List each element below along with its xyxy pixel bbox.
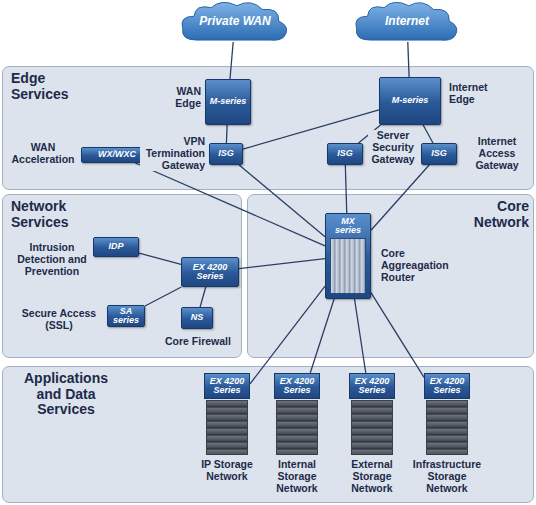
network-cloud: Private WAN bbox=[178, 0, 292, 42]
network-link bbox=[250, 286, 325, 384]
device-name: ISG bbox=[335, 149, 355, 158]
network-link bbox=[408, 42, 409, 77]
network-link bbox=[371, 165, 429, 230]
device-label: VPN Termination Gateway bbox=[140, 136, 206, 171]
ex-switch: EX 4200 Series bbox=[424, 373, 470, 399]
network-link bbox=[139, 253, 181, 264]
network-device: ISGVPN Termination Gateway bbox=[209, 143, 243, 165]
network-device: M-seriesWAN Edge bbox=[205, 79, 251, 125]
device-name: SA series bbox=[108, 307, 144, 326]
server-stack bbox=[426, 400, 468, 455]
switch-rack: EX 4200 SeriesExternal Storage Network bbox=[349, 373, 395, 455]
network-link bbox=[145, 287, 181, 306]
device-label: WAN Acceleration bbox=[8, 142, 78, 166]
network-cloud: Internet bbox=[352, 0, 462, 42]
ex-switch: EX 4200 Series bbox=[349, 373, 395, 399]
region-title: Edge Services bbox=[11, 71, 91, 102]
device-name: WX/WXC bbox=[96, 150, 138, 159]
device-name: IDP bbox=[106, 242, 125, 251]
network-device: M-seriesInternet Edge bbox=[379, 77, 441, 125]
device-name: ISG bbox=[216, 149, 236, 158]
server-stack bbox=[276, 400, 318, 455]
device-name: M-series bbox=[390, 96, 431, 105]
server-stack bbox=[351, 400, 393, 455]
device-name: EX 4200 Series bbox=[350, 377, 394, 396]
device-name: MX series bbox=[326, 217, 370, 236]
region-title: Core Network bbox=[441, 199, 529, 230]
device-label: External Storage Network bbox=[337, 459, 407, 494]
device-name: NS bbox=[189, 313, 206, 322]
device-label: Server Security Gateway bbox=[368, 130, 418, 165]
network-link bbox=[371, 293, 424, 378]
cloud-label: Private WAN bbox=[199, 14, 270, 28]
region-band: Edge ServicesM-seriesWAN EdgeM-seriesInt… bbox=[2, 66, 534, 190]
region-band: Applications and Data Services EX 4200 Se… bbox=[2, 366, 534, 503]
switch-rack: EX 4200 SeriesInfrastructure Storage Net… bbox=[424, 373, 470, 455]
network-link bbox=[345, 165, 346, 213]
switch-rack: EX 4200 SeriesInternal Storage Network bbox=[274, 373, 320, 455]
network-link bbox=[355, 299, 366, 373]
device-label: IP Storage Network bbox=[192, 459, 262, 483]
network-link bbox=[423, 125, 433, 143]
network-device: ISGServer Security Gateway bbox=[327, 143, 363, 165]
device-label: Intrusion Detection and Prevention bbox=[14, 242, 90, 277]
ex-switch: EX 4200 Series bbox=[274, 373, 320, 399]
network-link bbox=[239, 259, 325, 269]
network-link bbox=[230, 42, 233, 79]
network-link bbox=[243, 110, 379, 149]
network-link bbox=[239, 165, 325, 237]
device-name: EX 4200 Series bbox=[182, 263, 238, 282]
device-label: Infrastructure Storage Network bbox=[406, 459, 488, 494]
cloud-label: Internet bbox=[385, 14, 429, 28]
device-name: M-series bbox=[208, 97, 249, 106]
network-device: ISGInternet Access Gateway bbox=[421, 143, 457, 165]
region-band: Network ServicesIDPIntrusion Detection a… bbox=[2, 194, 242, 358]
network-link bbox=[226, 125, 228, 143]
network-link bbox=[358, 125, 380, 143]
region-title: Applications and Data Services bbox=[11, 371, 121, 418]
device-label: Secure Access (SSL) bbox=[14, 308, 104, 332]
device-name: EX 4200 Series bbox=[205, 377, 249, 396]
device-name: EX 4200 Series bbox=[425, 377, 469, 396]
device-label: Internet Edge bbox=[448, 82, 510, 106]
switch-rack: EX 4200 SeriesIP Storage Network bbox=[204, 373, 250, 455]
line-card-slots bbox=[330, 238, 366, 294]
network-device: IDPIntrusion Detection and Prevention bbox=[93, 237, 139, 257]
ex-switch: EX 4200 Series bbox=[204, 373, 250, 399]
device-label: WAN Edge bbox=[148, 86, 202, 110]
device-name: EX 4200 Series bbox=[275, 377, 319, 396]
device-label: Internal Storage Network bbox=[262, 459, 332, 494]
region-title: Network Services bbox=[11, 199, 101, 230]
network-device: EX 4200 Series bbox=[181, 257, 239, 287]
server-stack bbox=[206, 400, 248, 455]
network-link bbox=[200, 287, 206, 307]
network-link bbox=[310, 299, 334, 373]
device-name: ISG bbox=[429, 149, 449, 158]
network-device: NSCore Firewall bbox=[181, 307, 213, 329]
device-label: Core Firewall bbox=[158, 336, 238, 348]
device-label: Core Aggreagation Router bbox=[380, 248, 452, 283]
network-link bbox=[135, 163, 325, 246]
region-band: Core NetworkMX seriesCore Aggreagation R… bbox=[247, 194, 534, 358]
device-label: Internet Access Gateway bbox=[462, 136, 532, 171]
network-device: MX seriesCore Aggreagation Router bbox=[325, 213, 371, 299]
network-device: SA seriesSecure Access (SSL) bbox=[107, 305, 145, 327]
